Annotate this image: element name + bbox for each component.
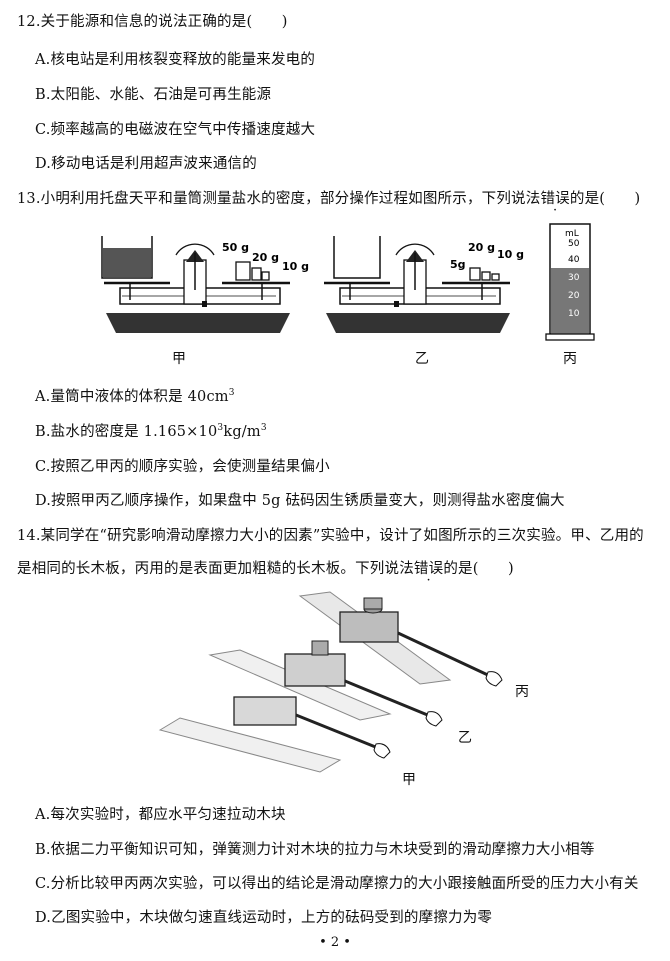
balance-jia-weight-20g: 20 g (252, 251, 279, 264)
q13-option-a: A.量筒中液体的体积是 40cm3 (35, 388, 235, 405)
q13-caption-bing: 丙 (563, 351, 577, 367)
balance-yi-weight-20g: 20 g (468, 241, 495, 254)
q14-option-a: A.每次实验时，都应水平匀速拉动木块 (35, 807, 286, 823)
q13-option-d: D.按照甲丙乙顺序操作，如果盘中 5g 砝码因生锈质量变大，则测得盐水密度偏大 (35, 493, 565, 509)
q14-option-c: C.分析比较甲丙两次实验，可以得出的结论是滑动摩擦力的大小跟接触面所受的压力大小… (35, 876, 639, 892)
cylinder-tick-30: 30 (568, 273, 580, 283)
balance-jia-weight-10g: 10 g (282, 260, 309, 273)
balance-jia-weight-50g: 50 g (222, 241, 249, 254)
q13-stem: 13.小明利用托盘天平和量筒测量盐水的密度，部分操作过程如图所示，下列说法错误的… (17, 187, 640, 208)
q12-stem: 12.关于能源和信息的说法正确的是( ) (17, 14, 288, 30)
q13-caption-yi: 乙 (415, 351, 429, 367)
q14-stem-line1: 14.某同学在“研究影响滑动摩擦力大小的因素”实验中，设计了如图所示的三次实验。… (17, 528, 644, 544)
q13-option-b: B.盐水的密度是 1.165×103kg/m3 (35, 423, 267, 440)
q14-label-jia: 甲 (402, 772, 416, 788)
balance-yi-weight-5g: 5g (450, 258, 466, 271)
q13-figure: 50 g 20 g 10 g 20 g 10 g 5g mL 50 40 30 … (101, 223, 595, 341)
cylinder-tick-40: 40 (568, 255, 580, 265)
cylinder-unit: mL (565, 229, 579, 239)
cylinder-tick-50: 50 (568, 239, 580, 249)
q13-caption-jia: 甲 (172, 351, 186, 367)
balance-jia-diagram (101, 236, 290, 333)
q12-option-d: D.移动电话是利用超声波来通信的 (35, 156, 257, 172)
graduated-cylinder-diagram (545, 223, 595, 341)
q14-stem-line2: 是相同的长木板，丙用的是表面更加粗糙的长木板。下列说法错误的是( ) (17, 557, 514, 578)
q14-option-d: D.乙图实验中，木块做匀速直线运动时，上方的砝码受到的摩擦力为零 (35, 910, 493, 926)
q12-option-c: C.频率越高的电磁波在空气中传播速度越大 (35, 122, 316, 138)
q14-friction-figure (158, 591, 503, 773)
cylinder-tick-20: 20 (568, 291, 580, 301)
q14-option-b: B.依据二力平衡知识可知，弹簧测力计对木块的拉力与木块受到的滑动摩擦力大小相等 (35, 842, 595, 858)
q14-label-yi: 乙 (458, 730, 472, 746)
q14-label-bing: 丙 (515, 684, 529, 700)
balance-yi-weight-10g: 10 g (497, 248, 524, 261)
cylinder-tick-10: 10 (568, 309, 580, 319)
page-number: • 2 • (319, 935, 351, 950)
q12-option-a: A.核电站是利用核裂变释放的能量来发电的 (35, 52, 316, 68)
q12-option-b: B.太阳能、水能、石油是可再生能源 (35, 87, 272, 103)
q13-option-c: C.按照乙甲丙的顺序实验，会使测量结果偏小 (35, 459, 330, 475)
balance-yi-diagram (324, 236, 510, 333)
